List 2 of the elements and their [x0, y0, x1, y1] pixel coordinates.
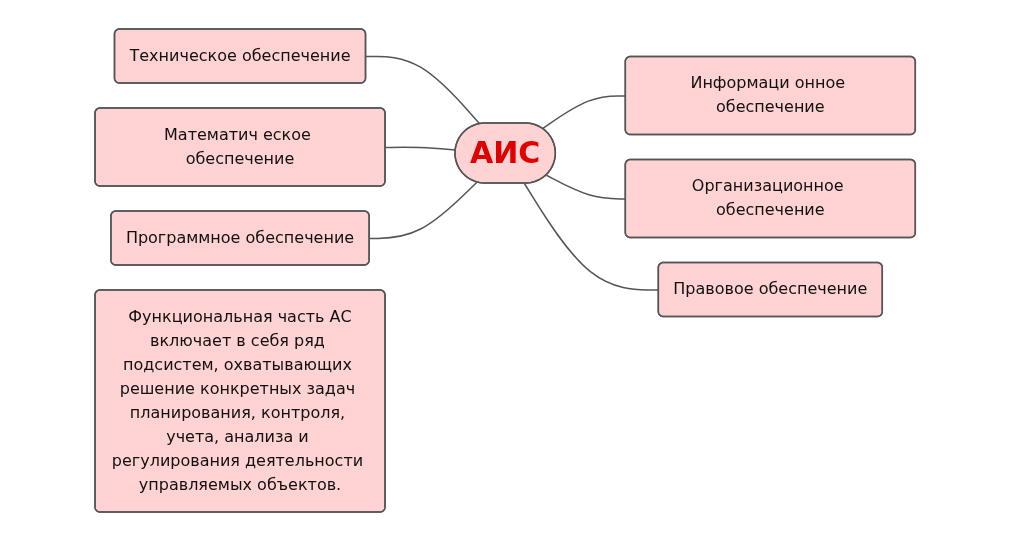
connector	[365, 55, 481, 125]
connector	[368, 180, 478, 239]
